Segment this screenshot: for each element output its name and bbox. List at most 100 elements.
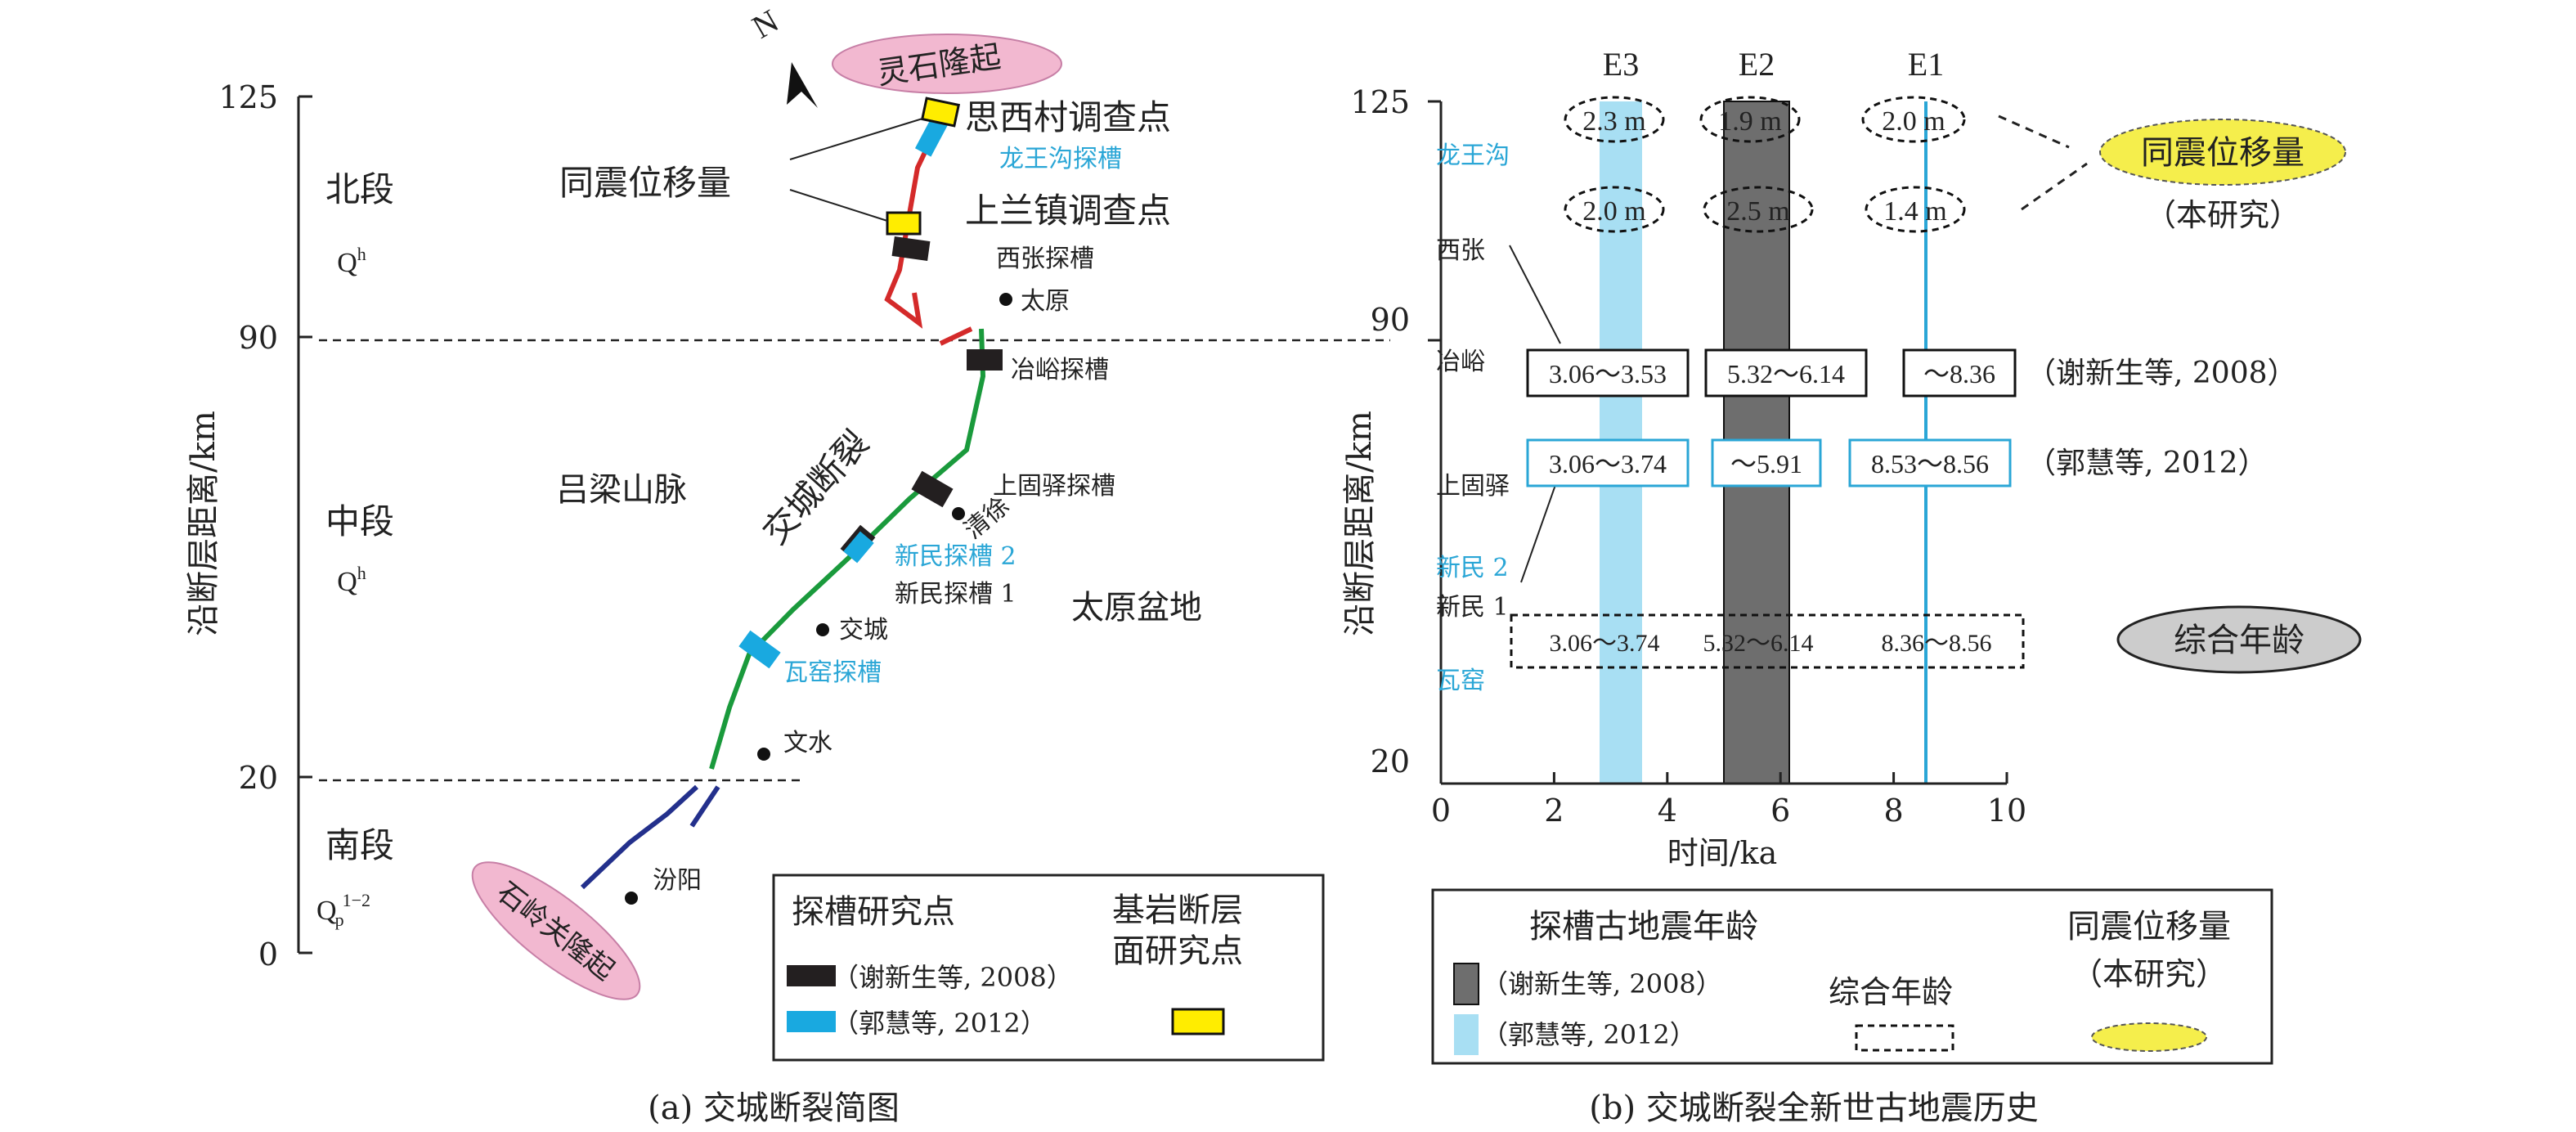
this-study-label: （本研究） bbox=[2145, 197, 2300, 233]
xie-age-e1-box bbox=[1902, 348, 2017, 398]
disp-e1-row2-value: 1.4 m bbox=[1883, 196, 1946, 227]
panel-b-y-axis-label: 沿断层距离/km bbox=[1341, 411, 1379, 636]
longwanggou-trench-marker bbox=[914, 116, 949, 157]
guo-leader bbox=[1520, 470, 1561, 583]
panel-a-y-axis: 125 90 20 0 沿断层距离/km bbox=[185, 79, 312, 973]
disp-e3-row1 bbox=[1564, 96, 1665, 143]
combined-ellipse-label: 综合年龄 bbox=[2174, 622, 2304, 659]
coseismic-ellipse-label: 同震位移量 bbox=[2141, 134, 2304, 172]
sixi-label: 思西村调查点 bbox=[965, 97, 1171, 137]
site-longwanggou: 龙王沟 bbox=[1436, 142, 1510, 170]
segment-north-age: Qh bbox=[337, 244, 366, 278]
event-e3-label: E3 bbox=[1603, 46, 1639, 83]
xinmin1-label: 新民探槽 1 bbox=[895, 580, 1016, 609]
disp-e1-row2 bbox=[1865, 186, 1966, 233]
segment-north-name: 北段 bbox=[325, 169, 394, 209]
legend-guo-label: （郭慧等, 2012） bbox=[832, 1008, 1047, 1039]
disp-e3-row2 bbox=[1564, 186, 1665, 233]
panel-b-legend: 探槽古地震年龄 （谢新生等, 2008） （郭慧等, 2012） 综合年龄 同震… bbox=[1431, 888, 2273, 1065]
panel-b-caption: (b) 交城断裂全新世古地震历史 bbox=[1589, 1089, 2039, 1127]
legend-combined-swatch bbox=[1855, 1024, 1954, 1052]
disp-e2-row2 bbox=[1703, 186, 1814, 233]
shiling-uplift-ellipse bbox=[471, 861, 641, 1000]
panel-b-y-tick-90: 90 bbox=[1371, 302, 1410, 338]
x-tick-label-8: 8 bbox=[1884, 793, 1904, 829]
yeyu-label: 冶峪探槽 bbox=[1011, 356, 1109, 384]
guo-ref: （郭慧等, 2012） bbox=[2026, 447, 2268, 480]
disp-e2-row1-value: 1.9 m bbox=[1718, 106, 1781, 137]
shanggu-trench-marker bbox=[911, 470, 954, 508]
wenshui-dot bbox=[757, 748, 770, 761]
site-shanggu: 上固驿 bbox=[1436, 472, 1510, 501]
panel-b-y-tick-125: 125 bbox=[1350, 84, 1410, 120]
xie-leader bbox=[1509, 245, 1561, 344]
legend-combined-label: 综合年龄 bbox=[1829, 974, 1953, 1010]
disp-e2-row2-value: 2.5 m bbox=[1726, 196, 1789, 227]
panel-a-y-tick-20: 20 bbox=[239, 760, 278, 796]
x-tick-label-0: 0 bbox=[1431, 793, 1451, 829]
guo-age-e2: ～5.91 bbox=[1730, 449, 1802, 478]
xizhang-label: 西张探槽 bbox=[996, 245, 1094, 273]
panel-a-y-axis-label: 沿断层距离/km bbox=[185, 411, 222, 636]
xie-age-e2: 5.32～6.14 bbox=[1727, 359, 1845, 389]
sixi-bedrock-marker bbox=[920, 97, 961, 128]
shanglanzhen-label: 上兰镇调查点 bbox=[965, 191, 1171, 231]
site-xinmin2: 新民 2 bbox=[1436, 554, 1509, 582]
panel-a-legend: 探槽研究点 基岩断层 面研究点 （谢新生等, 2008） （郭慧等, 2012） bbox=[772, 874, 1325, 1062]
wayao-label: 瓦窑探槽 bbox=[783, 658, 882, 687]
coseismic-leader-1 bbox=[789, 118, 923, 160]
legend-coseismic-2: （本研究） bbox=[2071, 956, 2227, 992]
wayao-trench-marker bbox=[738, 630, 781, 669]
xie-ref: （谢新生等, 2008） bbox=[2026, 357, 2297, 390]
north-arrow-label: N bbox=[746, 2, 785, 45]
xinmin2-label: 新民探槽 2 bbox=[895, 542, 1016, 571]
guo-age-e2-box bbox=[1711, 438, 1822, 487]
xie-age-e3: 3.06～3.53 bbox=[1549, 359, 1667, 389]
panel-a-y-tick-0: 0 bbox=[258, 937, 278, 973]
legend-guo-band-swatch bbox=[1454, 1014, 1479, 1055]
panel-a-y-tick-125: 125 bbox=[218, 79, 278, 115]
panel-b-y-tick-20: 20 bbox=[1371, 743, 1410, 779]
legend-xie-band-swatch bbox=[1453, 963, 1479, 1005]
lingshi-uplift-ellipse bbox=[832, 34, 1062, 94]
fault-north-offset bbox=[939, 326, 973, 346]
disp-e3-row2-value: 2.0 m bbox=[1582, 196, 1645, 227]
event-e2-label: E2 bbox=[1739, 46, 1775, 83]
qingxu-dot bbox=[952, 507, 965, 520]
xie-age-e3-box bbox=[1526, 348, 1690, 398]
shanglanzhen-bedrock-marker bbox=[886, 211, 922, 236]
fenyang-label: 汾阳 bbox=[653, 866, 702, 895]
coseismic-ellipse bbox=[2099, 119, 2346, 186]
panel-a: 125 90 20 0 沿断层距离/km 北段 Qh 中段 Qh 南段 Qp1−… bbox=[185, 2, 1390, 1127]
jiaocheng-dot bbox=[816, 623, 829, 636]
segment-middle-name: 中段 bbox=[325, 501, 394, 541]
legend-xie-label: （谢新生等, 2008） bbox=[832, 962, 1073, 993]
guo-age-e3-box bbox=[1526, 438, 1690, 487]
legend-trench-title: 探槽研究点 bbox=[792, 893, 955, 931]
north-arrow-icon: N bbox=[746, 2, 818, 108]
guo-age-e3: 3.06～3.74 bbox=[1549, 449, 1667, 478]
legend-guo-swatch bbox=[787, 1011, 836, 1032]
disp-e1-row1-value: 2.0 m bbox=[1882, 106, 1945, 137]
yeyu-trench-marker bbox=[967, 349, 1003, 371]
coseismic-label: 同震位移量 bbox=[559, 163, 731, 203]
legend-xie-band-label: （谢新生等, 2008） bbox=[1482, 968, 1722, 999]
panel-a-y-tick-90: 90 bbox=[239, 320, 278, 356]
fenyang-dot bbox=[625, 892, 638, 905]
legend-bedrock-swatch bbox=[1171, 1008, 1225, 1035]
panel-b-x-axis-label: 时间/ka bbox=[1667, 835, 1778, 871]
legend-paleo-title: 探槽古地震年龄 bbox=[1529, 908, 1758, 946]
site-xizhang: 西张 bbox=[1436, 236, 1485, 265]
shanggu-label: 上固驿探槽 bbox=[993, 472, 1115, 501]
x-tick-label-6: 6 bbox=[1770, 793, 1790, 829]
disp-e3-row1-value: 2.3 m bbox=[1582, 106, 1645, 137]
site-xinmin1: 新民 1 bbox=[1436, 593, 1509, 622]
fault-south-segment bbox=[580, 784, 699, 890]
combined-age-e3: 3.06～3.74 bbox=[1550, 630, 1660, 657]
fault-south-branch bbox=[689, 785, 720, 828]
site-yeyu: 冶峪 bbox=[1436, 348, 1485, 376]
legend-bedrock-title-1: 基岩断层 bbox=[1112, 892, 1243, 929]
combined-ellipse bbox=[2116, 605, 2362, 674]
coseismic-dash-1 bbox=[1998, 115, 2070, 149]
